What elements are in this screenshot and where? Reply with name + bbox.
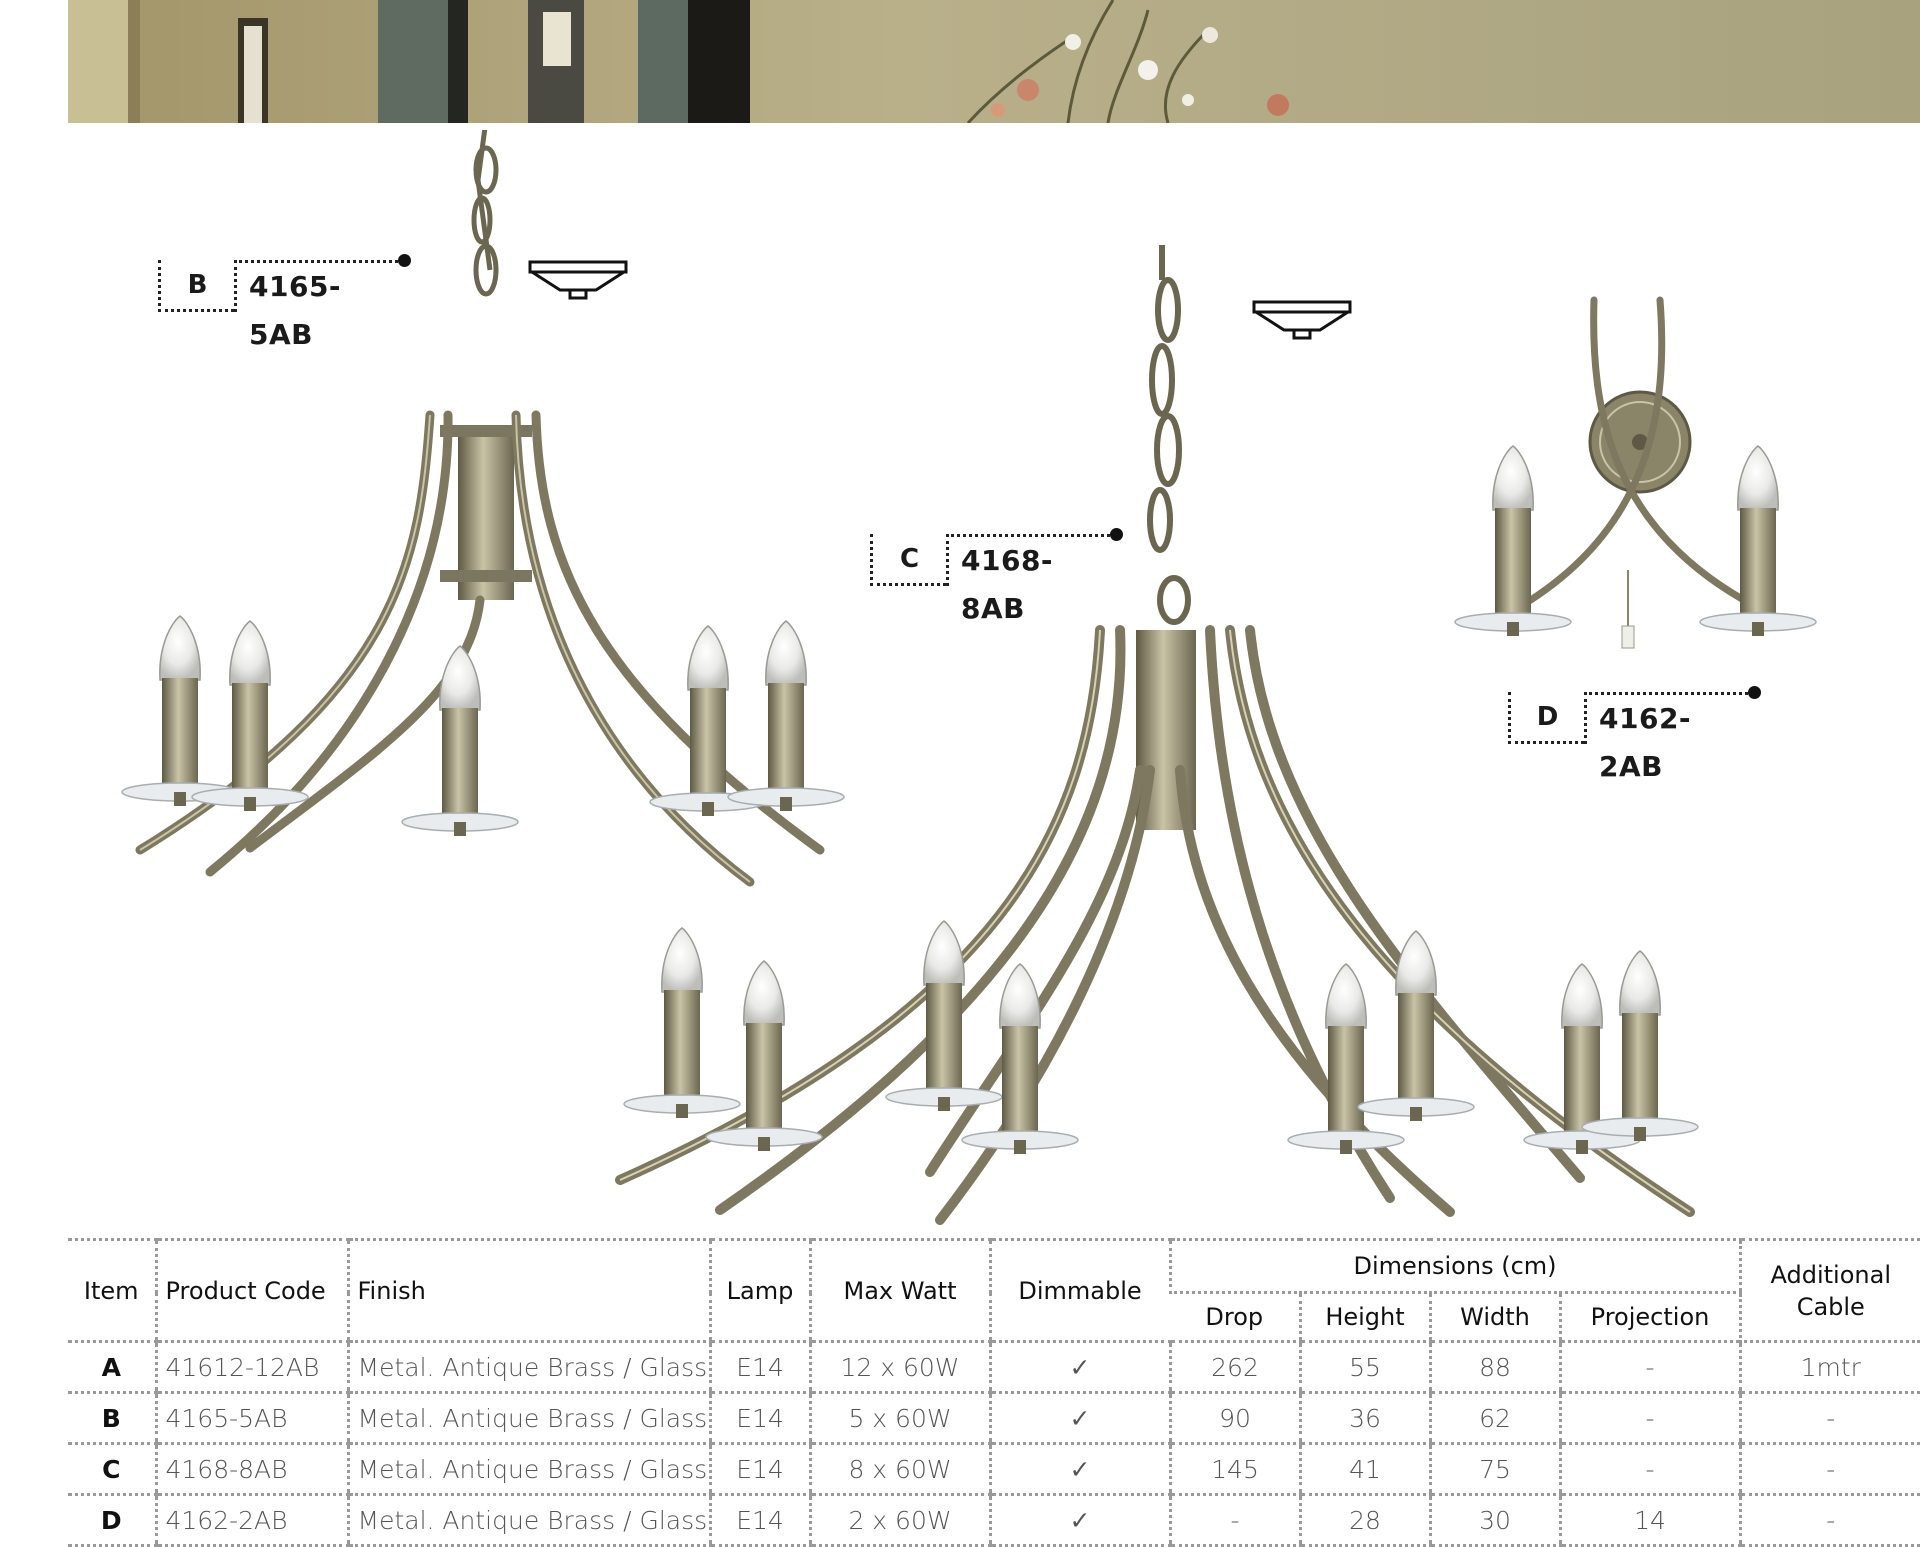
callout-dot: [398, 254, 411, 267]
header-finish: Finish: [346, 1238, 710, 1343]
spec-table: Item Product Code Finish Lamp Max Watt D…: [68, 1238, 1920, 1547]
cell-item: B: [68, 1392, 156, 1445]
cell-width: 30: [1428, 1494, 1560, 1547]
cell-drop: 262: [1168, 1341, 1300, 1394]
label-code: 4168-8AB: [946, 534, 1116, 625]
label-code: 4165-5AB: [234, 260, 404, 351]
header-drop: Drop: [1170, 1292, 1300, 1343]
cell-cable: -: [1738, 1443, 1920, 1496]
cell-height: 28: [1298, 1494, 1430, 1547]
cell-dimmable: ✓: [988, 1494, 1170, 1547]
header-dimensions: Dimensions (cm): [1168, 1238, 1741, 1294]
header-product-code: Product Code: [154, 1238, 348, 1343]
cell-drop: -: [1168, 1494, 1300, 1547]
cell-width: 62: [1428, 1392, 1560, 1445]
cell-code: 4168-8AB: [154, 1443, 348, 1496]
chandelier-c-illustration: [615, 245, 1699, 1225]
cell-watt: 8 x 60W: [808, 1443, 990, 1496]
table-row: D 4162-2AB Metal. Antique Brass / Glass …: [68, 1494, 1920, 1547]
cell-projection: 14: [1558, 1494, 1741, 1547]
cell-lamp: E14: [708, 1392, 810, 1445]
cell-code: 4162-2AB: [154, 1494, 348, 1547]
cell-item: A: [68, 1341, 156, 1394]
cell-watt: 2 x 60W: [808, 1494, 990, 1547]
wall-light-d-illustration: [1454, 296, 1817, 649]
label-letter: D: [1508, 692, 1584, 744]
cell-watt: 5 x 60W: [808, 1392, 990, 1445]
chandelier-b-illustration: [121, 130, 845, 887]
cell-drop: 90: [1168, 1392, 1300, 1445]
table-header-row: Item Product Code Finish Lamp Max Watt D…: [68, 1238, 1920, 1343]
cell-dimmable: ✓: [988, 1392, 1170, 1445]
header-height: Height: [1298, 1292, 1430, 1343]
cell-lamp: E14: [708, 1341, 810, 1394]
cell-width: 88: [1428, 1341, 1560, 1394]
cell-cable: -: [1738, 1494, 1920, 1547]
cell-height: 55: [1298, 1341, 1430, 1394]
cell-cable: -: [1738, 1392, 1920, 1445]
cell-cable: 1mtr: [1738, 1341, 1920, 1394]
header-max-watt: Max Watt: [808, 1238, 990, 1343]
callout-dot: [1110, 528, 1123, 541]
header-item: Item: [68, 1238, 156, 1343]
header-lamp: Lamp: [708, 1238, 810, 1343]
header-additional-cable: Additional Cable: [1738, 1238, 1920, 1343]
ceiling-mount-icon: [1252, 300, 1352, 340]
cell-code: 4165-5AB: [154, 1392, 348, 1445]
cell-code: 41612-12AB: [154, 1341, 348, 1394]
product-illustrations: [121, 130, 1817, 1225]
cell-height: 36: [1298, 1392, 1430, 1445]
cell-projection: -: [1558, 1392, 1741, 1445]
cell-projection: -: [1558, 1443, 1741, 1496]
table-row: C 4168-8AB Metal. Antique Brass / Glass …: [68, 1443, 1920, 1496]
table-row: B 4165-5AB Metal. Antique Brass / Glass …: [68, 1392, 1920, 1445]
callout-dot: [1748, 686, 1761, 699]
cell-finish: Metal. Antique Brass / Glass: [346, 1341, 710, 1394]
header-projection: Projection: [1558, 1292, 1741, 1343]
cell-drop: 145: [1168, 1443, 1300, 1496]
cell-dimmable: ✓: [988, 1443, 1170, 1496]
header-dimmable: Dimmable: [988, 1238, 1170, 1343]
cell-finish: Metal. Antique Brass / Glass: [346, 1443, 710, 1496]
cell-item: D: [68, 1494, 156, 1547]
label-letter: C: [870, 534, 946, 586]
cell-watt: 12 x 60W: [808, 1341, 990, 1394]
cell-width: 75: [1428, 1443, 1560, 1496]
label-letter: B: [158, 260, 234, 312]
ceiling-mount-icon: [528, 260, 628, 300]
cell-finish: Metal. Antique Brass / Glass: [346, 1494, 710, 1547]
table-subheader-row: Drop Height Width Projection: [68, 1292, 1920, 1343]
cell-lamp: E14: [708, 1494, 810, 1547]
cell-lamp: E14: [708, 1443, 810, 1496]
cell-height: 41: [1298, 1443, 1430, 1496]
label-code: 4162-2AB: [1584, 692, 1754, 783]
table-row: A 41612-12AB Metal. Antique Brass / Glas…: [68, 1341, 1920, 1394]
cell-projection: -: [1558, 1341, 1741, 1394]
header-width: Width: [1428, 1292, 1560, 1343]
banner-room-scene: [68, 0, 1920, 123]
banner-photo: [68, 0, 1920, 123]
cell-item: C: [68, 1443, 156, 1496]
cell-dimmable: ✓: [988, 1341, 1170, 1394]
cell-finish: Metal. Antique Brass / Glass: [346, 1392, 710, 1445]
